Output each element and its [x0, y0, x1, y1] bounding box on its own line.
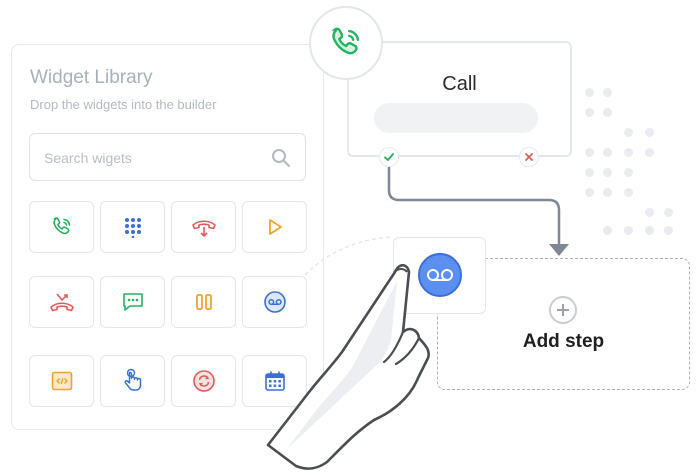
- phone-call-icon: [52, 217, 70, 235]
- widget-transfer[interactable]: [171, 355, 236, 407]
- connector-arrowhead: [549, 244, 569, 256]
- call-step-icon-circle: [309, 6, 383, 80]
- call-step-node[interactable]: Call: [347, 41, 572, 157]
- widget-tap[interactable]: [100, 355, 165, 407]
- calendar-icon: [264, 371, 285, 391]
- dialpad-icon: [124, 218, 141, 238]
- hangup-arrow-icon: [191, 220, 216, 238]
- widget-hangup-forward[interactable]: [171, 201, 236, 253]
- panel-title: Widget Library: [30, 67, 153, 88]
- widget-calendar[interactable]: [242, 355, 307, 407]
- tap-icon: [124, 368, 141, 391]
- search-icon[interactable]: [271, 148, 291, 168]
- widget-pause[interactable]: [171, 276, 236, 328]
- widget-code[interactable]: [29, 355, 94, 407]
- add-step-label: Add step: [522, 331, 605, 352]
- dragged-voicemail-widget[interactable]: [393, 237, 486, 314]
- failure-branch-badge[interactable]: [519, 147, 539, 167]
- phone-call-icon: [331, 27, 360, 55]
- widget-message[interactable]: [100, 276, 165, 328]
- widget-missed-call[interactable]: [29, 276, 94, 328]
- check-icon: [384, 153, 394, 161]
- widget-play[interactable]: [242, 201, 307, 253]
- call-step-placeholder-bar: [374, 103, 538, 133]
- missed-call-icon: [49, 293, 74, 312]
- message-icon: [122, 293, 143, 311]
- search-input[interactable]: [42, 146, 266, 170]
- close-icon: [525, 153, 533, 161]
- voicemail-icon-circle: [418, 253, 462, 297]
- play-icon: [268, 219, 282, 235]
- widget-library-panel: Widget Library Drop the widgets into the…: [11, 44, 324, 430]
- widget-dialpad[interactable]: [100, 201, 165, 253]
- voicemail-icon: [263, 291, 286, 313]
- code-icon: [51, 371, 72, 391]
- widget-phone-call[interactable]: [29, 201, 94, 253]
- panel-subtitle: Drop the widgets into the builder: [30, 97, 217, 112]
- search-box[interactable]: [29, 133, 306, 181]
- voicemail-icon: [427, 269, 453, 281]
- transfer-icon: [192, 370, 215, 392]
- widget-voicemail[interactable]: [242, 276, 307, 328]
- pause-icon: [195, 294, 212, 310]
- plus-icon: [557, 304, 569, 316]
- call-step-label: Call: [442, 73, 477, 95]
- success-branch-badge[interactable]: [379, 147, 399, 167]
- add-step-button[interactable]: [549, 296, 577, 324]
- success-connector-line: [387, 167, 561, 246]
